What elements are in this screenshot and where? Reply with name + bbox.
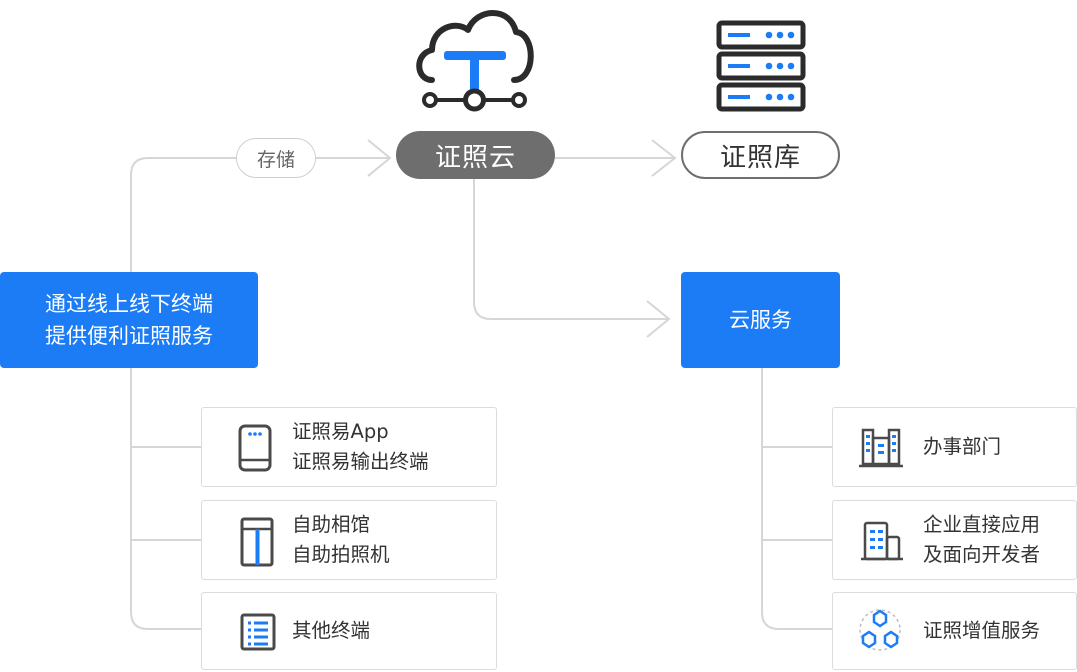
card-other-terminals[interactable]: 其他终端 (201, 592, 497, 670)
value-added-network-icon (859, 609, 901, 651)
library-node[interactable]: 证照库 (681, 131, 840, 179)
photo-booth-icon (240, 517, 274, 567)
cloud-node[interactable]: 证照云 (396, 131, 555, 179)
enterprise-building-icon (861, 521, 903, 561)
terminal-list-icon (240, 613, 276, 651)
card-line-1: 其他终端 (292, 619, 371, 642)
card-government-departments[interactable]: 办事部门 (832, 407, 1077, 487)
main-line-2: 提供便利证照服务 (45, 324, 213, 348)
card-line-1: 企业直接应用 (923, 513, 1041, 536)
card-line-2: 及面向开发者 (923, 543, 1041, 566)
card-value-added-services[interactable]: 证照增值服务 (832, 592, 1077, 670)
arrowhead-to-cloud (367, 139, 392, 177)
cloud-network-icon (416, 10, 534, 112)
online-offline-terminals-box[interactable]: 通过线上线下终端 提供便利证照服务 (0, 272, 258, 368)
cloud-service-label: 云服务 (729, 308, 792, 332)
card-line-1: 证照增值服务 (923, 619, 1041, 642)
card-self-service-photo[interactable]: 自助相馆 自助拍照机 (201, 500, 497, 580)
card-line-1: 办事部门 (923, 435, 1002, 458)
connector-left-trunk (130, 368, 201, 630)
main-line-1: 通过线上线下终端 (45, 292, 213, 316)
arrowhead-to-library (651, 139, 677, 177)
cloud-service-box[interactable]: 云服务 (681, 272, 840, 368)
arrowhead-to-service (646, 300, 671, 338)
storage-label: 存储 (236, 138, 316, 178)
connector-cloud-to-service (473, 179, 669, 320)
card-line-2: 证照易输出终端 (292, 450, 429, 473)
connector-left-up (130, 157, 236, 272)
card-line-1: 自助相馆 (292, 513, 371, 536)
connector-right-trunk (761, 368, 832, 630)
card-line-1: 证照易App (292, 420, 389, 443)
mobile-phone-icon (238, 424, 272, 472)
card-enterprise-developers[interactable]: 企业直接应用 及面向开发者 (832, 500, 1077, 580)
server-rack-icon (716, 20, 806, 112)
card-line-2: 自助拍照机 (292, 543, 390, 566)
card-zhengzhaoyi-app[interactable]: 证照易App 证照易输出终端 (201, 407, 497, 487)
government-building-icon (859, 428, 903, 468)
